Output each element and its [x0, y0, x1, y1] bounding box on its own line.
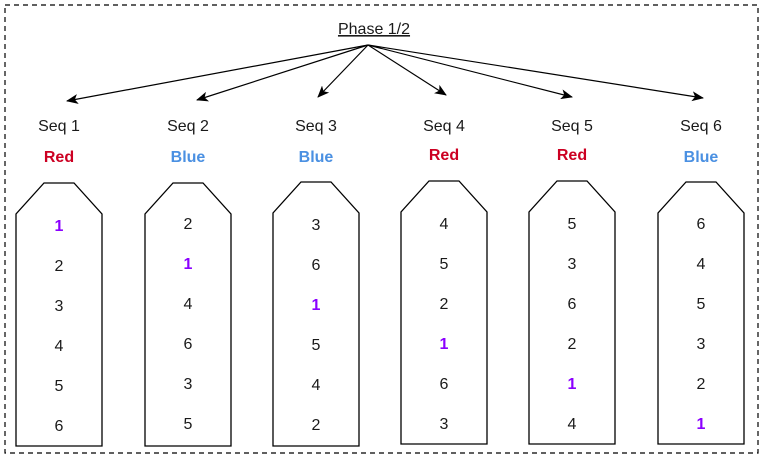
phase-title: Phase 1/2	[338, 21, 410, 38]
sequence-number: 2	[697, 376, 706, 393]
sequence-column-3: Seq 3 Blue 3 6 1 5 4 2	[272, 118, 360, 447]
sequence-number-highlighted: 1	[55, 218, 64, 235]
sequence-column-4: Seq 4 Red 4 5 2 1 6 3	[400, 118, 488, 445]
sequence-number: 4	[184, 296, 193, 313]
seq-label: Seq 4	[423, 118, 465, 135]
arrow-to-seq-6	[367, 44, 704, 102]
sequence-number: 2	[440, 296, 449, 313]
team-label-red: Red	[44, 149, 74, 166]
sequence-number: 6	[55, 418, 64, 435]
team-label-blue: Blue	[299, 149, 334, 166]
sequence-column-5: Seq 5 Red 5 3 6 2 1 4	[528, 118, 616, 445]
sequence-column-6: Seq 6 Blue 6 4 5 3 2 1	[657, 118, 745, 445]
sequence-number: 3	[55, 298, 64, 315]
arrow-to-seq-5	[367, 44, 573, 100]
arrow-to-seq-3	[317, 44, 369, 98]
team-label-blue: Blue	[171, 149, 206, 166]
sequence-number: 3	[184, 376, 193, 393]
sequence-box	[528, 180, 616, 445]
arrows-layer	[66, 44, 704, 104]
outer-frame	[4, 4, 759, 454]
arrow-to-seq-4	[367, 44, 447, 96]
sequence-box	[272, 181, 360, 447]
seq-label: Seq 1	[38, 118, 80, 135]
sequence-number: 3	[312, 217, 321, 234]
sequence-number-highlighted: 1	[184, 256, 193, 273]
sequence-number: 5	[184, 416, 193, 433]
team-label-red: Red	[429, 147, 459, 164]
sequence-number: 5	[55, 378, 64, 395]
seq-label: Seq 5	[551, 118, 593, 135]
sequence-columns: Seq 1 Red 1 2 3 4 5 6 Seq 2 Blue 2 1 4 6 3 5 Seq 3 Blue 3 6…	[15, 118, 745, 447]
sequence-number: 2	[312, 417, 321, 434]
sequence-number: 3	[697, 336, 706, 353]
sequence-box	[657, 181, 745, 445]
sequence-number: 5	[568, 216, 577, 233]
sequence-number: 3	[568, 256, 577, 273]
sequence-number: 6	[440, 376, 449, 393]
sequence-number: 4	[55, 338, 64, 355]
sequence-number-highlighted: 1	[440, 336, 449, 353]
sequence-number: 6	[697, 216, 706, 233]
arrow-to-seq-2	[196, 44, 369, 102]
sequence-column-1: Seq 1 Red 1 2 3 4 5 6	[15, 118, 103, 447]
team-label-blue: Blue	[684, 149, 719, 166]
sequence-number: 6	[184, 336, 193, 353]
sequence-number: 2	[568, 336, 577, 353]
sequence-number: 2	[184, 216, 193, 233]
sequence-number: 6	[568, 296, 577, 313]
sequence-number-highlighted: 1	[312, 297, 321, 314]
sequence-number: 2	[55, 258, 64, 275]
sequence-number: 5	[312, 337, 321, 354]
team-label-red: Red	[557, 147, 587, 164]
sequence-number-highlighted: 1	[697, 416, 706, 433]
seq-label: Seq 3	[295, 118, 337, 135]
sequence-number: 4	[568, 416, 577, 433]
sequence-number: 4	[697, 256, 706, 273]
sequence-number-highlighted: 1	[568, 376, 577, 393]
sequence-number: 3	[440, 416, 449, 433]
sequence-box	[15, 182, 103, 447]
sequence-column-2: Seq 2 Blue 2 1 4 6 3 5	[144, 118, 232, 447]
seq-label: Seq 6	[680, 118, 722, 135]
sequence-box	[144, 182, 232, 447]
sequence-number: 6	[312, 257, 321, 274]
seq-label: Seq 2	[167, 118, 209, 135]
sequence-number: 4	[440, 216, 449, 233]
sequence-number: 5	[440, 256, 449, 273]
sequence-box	[400, 180, 488, 445]
arrow-to-seq-1	[66, 44, 369, 104]
sequence-number: 5	[697, 296, 706, 313]
sequence-number: 4	[312, 377, 321, 394]
